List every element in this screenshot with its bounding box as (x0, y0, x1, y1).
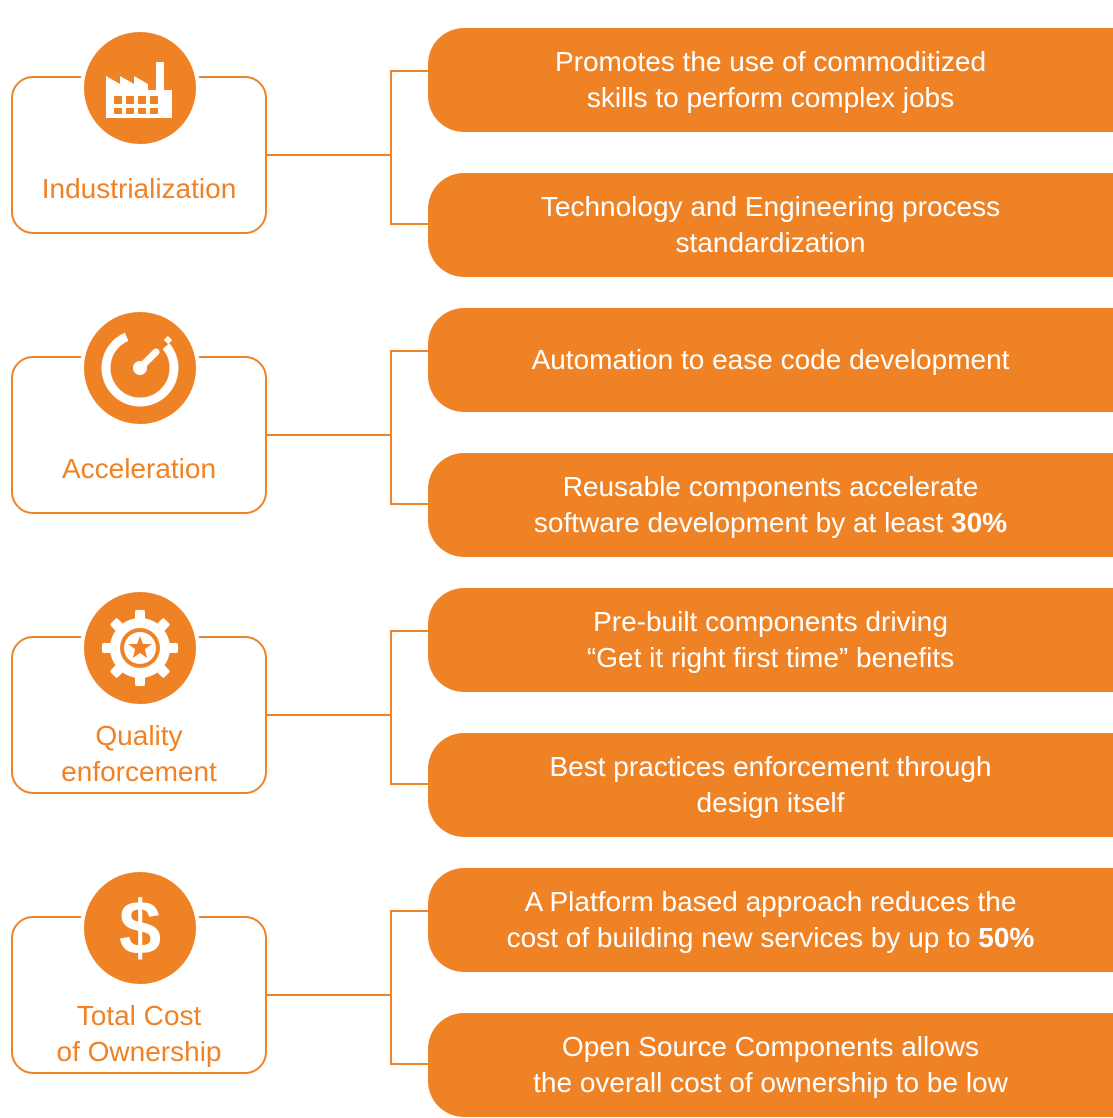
category-label-line2: of Ownership (56, 1036, 222, 1067)
benefit-text-line1: Automation to ease code development (531, 344, 1010, 375)
svg-text:$: $ (119, 886, 161, 971)
category-label: Industrialization (41, 173, 237, 204)
bracket-line (390, 910, 392, 1065)
benefit-text-line1: Promotes the use of commoditized (554, 46, 987, 77)
bracket-tick (390, 783, 430, 785)
benefit-item: A Platform based approach reduces the cos… (428, 868, 1113, 972)
benefit-text-line1: A Platform based approach reduces the (524, 886, 1017, 917)
category-label: Total Cost of Ownership (13, 962, 265, 1072)
connector-line (267, 434, 391, 436)
benefit-item: Technology and Engineering process standa… (428, 173, 1113, 277)
benefit-text-line1: Technology and Engineering process (540, 191, 1001, 222)
row-acceleration: Acceleration Automation to ease code dev… (0, 308, 1113, 558)
benefit-highlight: 50% (978, 922, 1035, 953)
bracket-line (390, 630, 392, 785)
benefit-item: Best practices enforcement through design… (428, 733, 1113, 837)
benefit-item: Open Source Components allows the overall… (428, 1013, 1113, 1117)
bracket-tick (390, 503, 430, 505)
bracket-tick (390, 70, 430, 72)
connector-line (267, 154, 391, 156)
connector-line (267, 994, 391, 996)
bracket-line (390, 350, 392, 505)
bracket-line (390, 70, 392, 225)
benefit-text-line1: Pre-built components driving (593, 606, 948, 637)
benefit-item: Promotes the use of commoditized skills t… (428, 28, 1113, 132)
benefit-text-line2: cost of building new services by up to (506, 922, 979, 953)
benefit-text-line2: standardization (675, 227, 866, 258)
dollar-icon: $ (80, 868, 200, 988)
bracket-tick (390, 910, 430, 912)
benefit-text-line1: Best practices enforcement through (549, 751, 992, 782)
benefit-text-line2: design itself (696, 787, 845, 818)
bracket-tick (390, 350, 430, 352)
row-quality-enforcement: Quality enforcement (0, 588, 1113, 838)
quality-badge-icon (80, 588, 200, 708)
benefit-text-line1: Open Source Components allows (561, 1031, 980, 1062)
benefit-item: Reusable components accelerate software d… (428, 453, 1113, 557)
benefit-text-line2: the overall cost of ownership to be low (533, 1067, 1008, 1098)
category-label-line1: Total Cost (76, 1000, 202, 1031)
category-label-line1: Quality (95, 720, 183, 751)
benefit-text-line2: “Get it right first time” benefits (586, 642, 955, 673)
category-label: Acceleration (61, 453, 217, 484)
benefit-text-line1: Reusable components accelerate (562, 471, 979, 502)
benefit-item: Automation to ease code development (428, 308, 1113, 412)
connector-line (267, 714, 391, 716)
factory-icon (80, 28, 200, 148)
row-total-cost-of-ownership: Total Cost of Ownership $ A Platform base… (0, 868, 1113, 1118)
bracket-tick (390, 1063, 430, 1065)
category-label-line2: enforcement (61, 756, 217, 787)
bracket-tick (390, 630, 430, 632)
benefit-highlight: 30% (951, 507, 1008, 538)
speedometer-icon (80, 308, 200, 428)
category-label: Quality enforcement (13, 682, 265, 792)
benefit-text-line2: software development by at least (533, 507, 952, 538)
benefit-item: Pre-built components driving “Get it righ… (428, 588, 1113, 692)
bracket-tick (390, 223, 430, 225)
row-industrialization: Industrialization Promotes the use (0, 28, 1113, 278)
benefit-text-line2: skills to perform complex jobs (586, 82, 955, 113)
